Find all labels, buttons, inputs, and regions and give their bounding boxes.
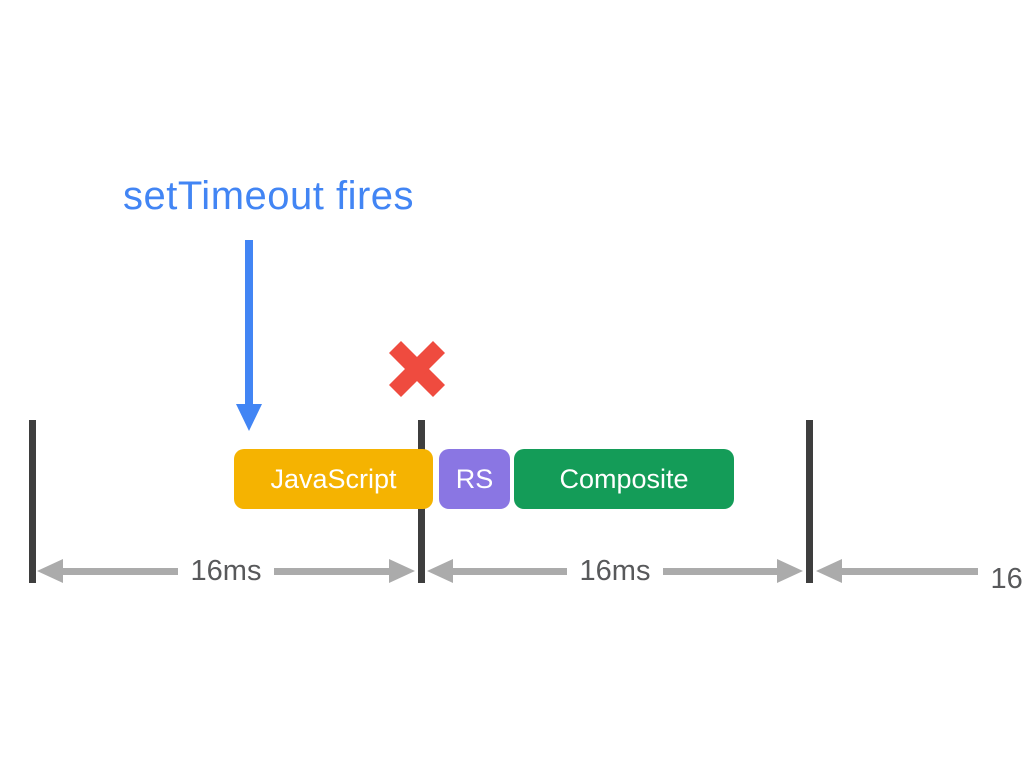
arrow-line [274, 567, 390, 575]
arrow-line [842, 567, 978, 575]
task-label: RS [455, 463, 494, 494]
frame-boundary-bar [29, 420, 36, 583]
arrow-head [236, 404, 262, 431]
arrow-line [663, 567, 778, 575]
task-block-javascript: JavaScript [234, 449, 433, 509]
interval-arrow-3: 16ms [816, 557, 1024, 593]
interval-arrow-1: 16ms [37, 554, 416, 587]
red-x-icon [388, 340, 446, 398]
arrow-shaft [245, 240, 253, 406]
interval-label: 16ms [190, 554, 262, 587]
settimeout-fires-label: setTimeout fires [123, 174, 415, 218]
frame-boundary-bar [806, 420, 813, 583]
interval-label: 16ms [990, 562, 1024, 595]
task-label: Composite [559, 463, 689, 494]
interval-arrow-2: 16ms [427, 554, 804, 587]
arrowhead-left-icon [816, 559, 842, 583]
arrowhead-left-icon [427, 559, 453, 583]
arrow-line [453, 567, 567, 575]
task-block-render-steps: RS [439, 449, 510, 509]
arrowhead-right-icon [777, 559, 804, 583]
task-label: JavaScript [270, 463, 397, 494]
interval-label: 16ms [579, 554, 651, 587]
arrowhead-left-icon [37, 559, 63, 583]
arrowhead-right-icon [389, 559, 416, 583]
arrow-line [63, 567, 178, 575]
task-block-composite: Composite [514, 449, 734, 509]
